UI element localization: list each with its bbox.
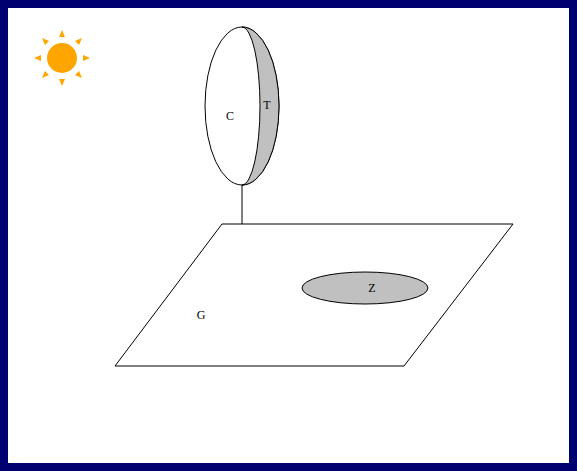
target-ellipse: Z xyxy=(301,271,429,305)
shape-letter: T xyxy=(263,98,270,112)
ground-plane: GZ xyxy=(115,224,513,366)
shape-letter: Z xyxy=(368,281,375,295)
shape-letter: G xyxy=(197,308,206,322)
shape-letter: C xyxy=(226,109,234,123)
target-ellipse-outline xyxy=(301,271,429,305)
disc-reflector: CT xyxy=(204,26,280,186)
